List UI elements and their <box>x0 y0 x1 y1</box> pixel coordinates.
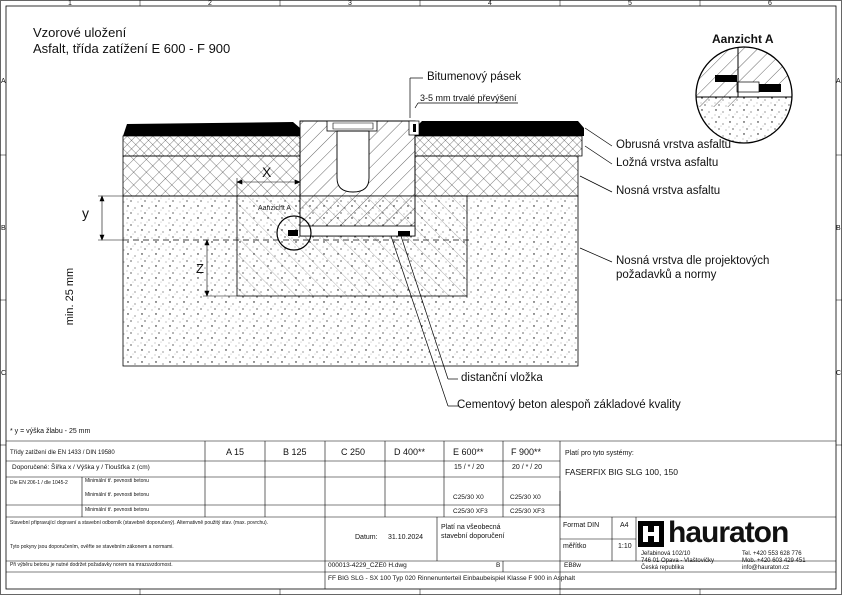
callout-overhang: 3-5 mm trvalé převýšení <box>420 93 517 103</box>
dim-min: min. 25 mm <box>64 267 77 326</box>
hauraton-logo-mark <box>638 521 664 547</box>
asphalt-wearing-layer <box>123 121 584 136</box>
detail-title: Aanzicht A <box>712 32 774 46</box>
c-xf-f: C25/30 XF3 <box>510 508 545 515</box>
class-e600: E 600** <box>453 447 484 457</box>
systems-value: FASERFIX BIG SLG 100, 150 <box>565 467 678 477</box>
date-label: Datum: <box>355 534 378 541</box>
grid-col-5: 5 <box>628 0 632 7</box>
class-f900: F 900** <box>511 447 542 457</box>
spacer-left <box>288 230 298 236</box>
dim-z: Z <box>196 261 204 276</box>
dims-e600: 15 / * / 20 <box>454 464 484 471</box>
class-b125: B 125 <box>283 447 307 457</box>
grid-col-6: 6 <box>768 0 772 7</box>
channel-cavity <box>336 130 370 193</box>
grid-col-2: 2 <box>208 0 212 7</box>
company-logo: hauraton <box>668 516 789 549</box>
grid-row-b-right: B <box>836 225 841 232</box>
revision: B <box>496 562 501 569</box>
scale-label: měřítko <box>563 543 587 550</box>
scale-value: 1:10 <box>618 543 632 550</box>
footnote: * y = výška žlabu - 25 mm <box>10 428 91 435</box>
callout-subbase-2: požadavků a normy <box>616 269 717 281</box>
file-name: 000013-4229_CZE0 H.dwg <box>328 562 407 569</box>
c-x0-f: C25/30 X0 <box>510 494 541 501</box>
notes-2: Tyto pokyny jsou doporučením, ověřte se … <box>10 544 174 550</box>
grid-row-b: B <box>1 225 6 232</box>
phone-1: Tel. +420 553 628 776 <box>742 551 802 557</box>
dim-x: X <box>262 164 272 180</box>
callout-subbase-1: Nosná vrstva dle projektových <box>616 255 770 267</box>
callout-base: Nosná vrstva asfaltu <box>616 185 721 197</box>
sheet-id: EB8w <box>564 562 581 569</box>
dimension-label: Doporučené: Šířka x / Výška y / Tloušťka… <box>12 464 150 471</box>
class-header: Třídy zatížení dle EN 1433 / DIN 19580 <box>10 450 115 456</box>
detail-view <box>695 46 793 144</box>
callout-wearing: Obrusná vrstva asfaltu <box>616 139 732 151</box>
date-value: 31.10.2024 <box>388 534 424 541</box>
row4-mid: Minimální tř. pevnosti betonu <box>85 507 149 513</box>
callout-concrete: Cementový beton alespoň základové kvalit… <box>457 399 681 411</box>
grid-row-c-right: C <box>836 370 842 377</box>
detail-marker-label: Aanzicht A <box>258 205 292 212</box>
grate <box>326 120 378 132</box>
grid-col-3: 3 <box>348 0 352 7</box>
row3-sub2: Minimální tř. pevnosti betonu <box>85 492 149 498</box>
grid-col-4: 4 <box>488 0 492 7</box>
callout-spacer: distanční vložka <box>461 372 543 384</box>
notes-1: Stavební připravující dopravní a stavebn… <box>10 520 269 526</box>
systems-label: Platí pro tyto systémy: <box>565 450 634 457</box>
email-link[interactable]: info@hauraton.cz <box>742 565 790 571</box>
grid-row-a-right: A <box>836 78 841 85</box>
address-1: Jeřabinová 102/10 <box>641 551 691 557</box>
callout-bitumen: Bitumenový pásek <box>427 71 521 83</box>
row3-sub1: Minimální tř. pevnosti betonu <box>85 478 149 484</box>
valid-label-1: Platí na všeobecná <box>441 524 501 531</box>
address-2: 746 01 Opava - Vlaštovičky <box>641 558 715 564</box>
address-3: Česká republika <box>641 565 685 571</box>
callout-binder: Ložná vrstva asfaltu <box>616 157 719 169</box>
grid-col-1: 1 <box>68 0 72 7</box>
grid-row-c: C <box>1 370 7 377</box>
drawing-subtitle: Asfalt, třída zatížení E 600 - F 900 <box>33 41 231 56</box>
row3-left: Dle EN 206-1 / dle 1045-2 <box>10 480 68 486</box>
c-x0-e: C25/30 X0 <box>453 494 484 501</box>
drawing-title: Vzorové uložení <box>33 25 127 40</box>
dim-y: y <box>82 205 89 221</box>
grid-row-a: A <box>1 78 6 85</box>
class-a15: A 15 <box>226 447 245 457</box>
c-xf-e: C25/30 XF3 <box>453 508 488 515</box>
notes-3: Při výběru betonu je nutné dodržet požad… <box>10 562 173 568</box>
dims-f900: 20 / * / 20 <box>512 464 542 471</box>
format-value: A4 <box>620 522 629 529</box>
phone-2[interactable]: Mob. +420 603 429 451 <box>742 558 806 564</box>
valid-label-2: stavební doporučení <box>441 533 505 540</box>
doc-title: FF BIG SLG - SX 100 Typ 020 Rinnenuntert… <box>328 575 576 582</box>
format-label: Format DIN <box>563 522 600 529</box>
spacer-right <box>398 231 410 236</box>
class-d400: D 400** <box>394 447 426 457</box>
detail-marker-circle <box>276 215 312 251</box>
class-c250: C 250 <box>341 447 366 457</box>
